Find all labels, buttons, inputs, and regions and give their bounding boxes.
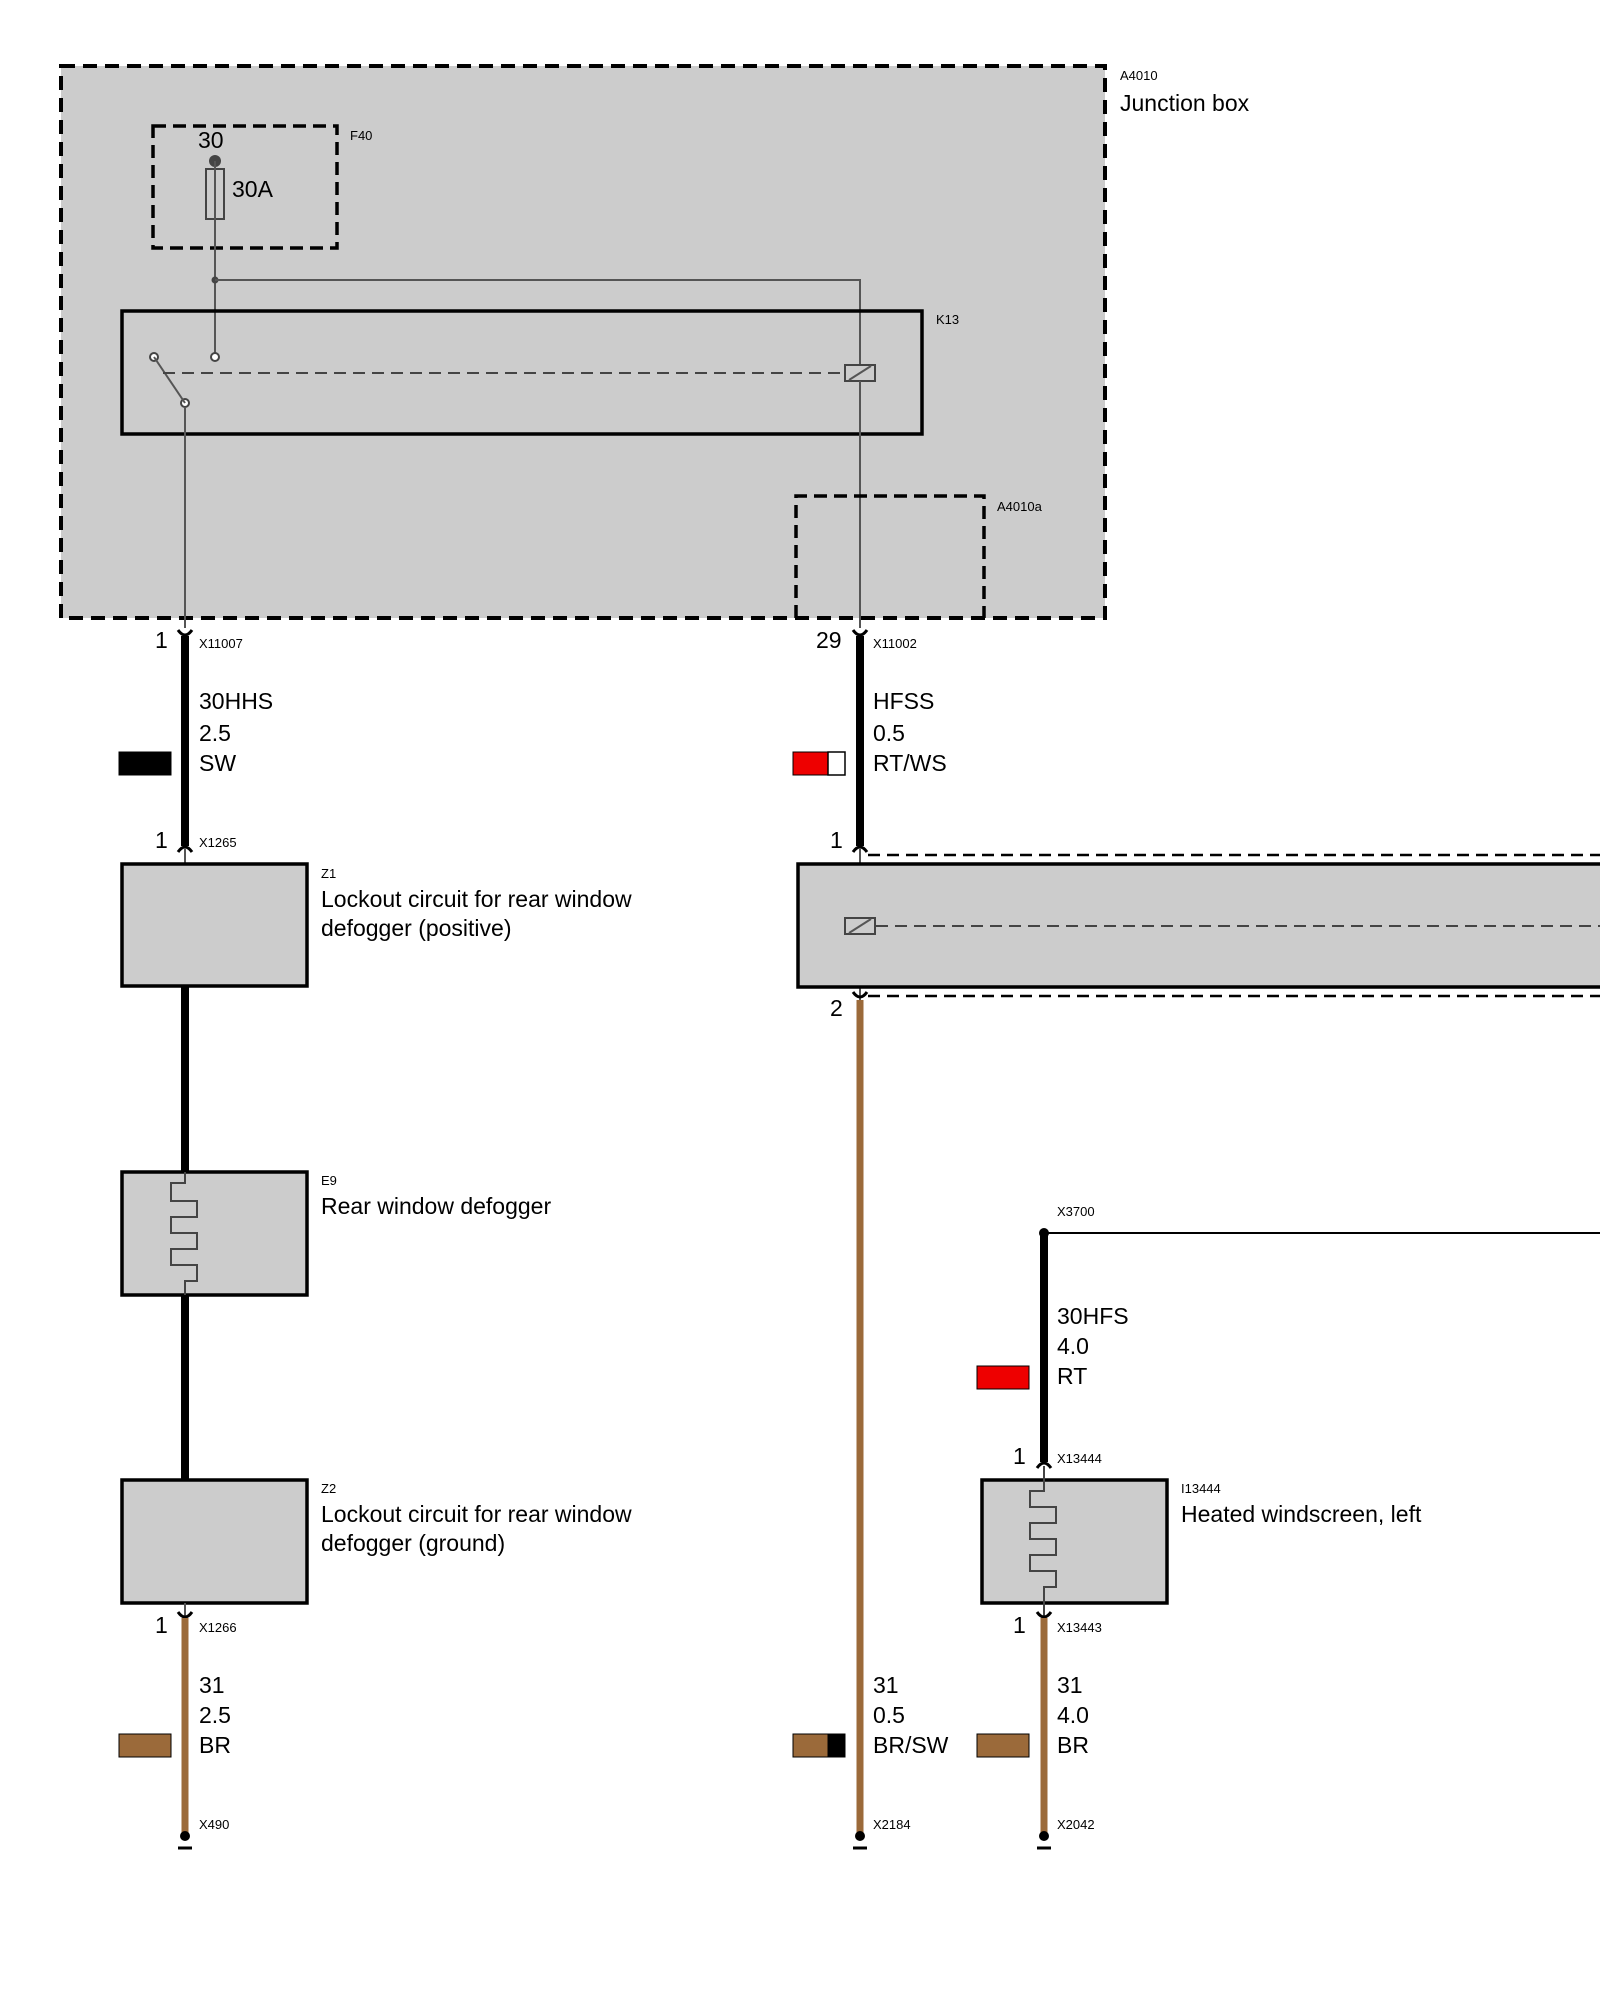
wire-signal: 31 bbox=[199, 1672, 225, 1698]
connector-x11002: 29 X11002 bbox=[816, 627, 917, 653]
component-name-line1: Lockout circuit for rear window bbox=[321, 1501, 632, 1527]
wire-label-30hhs: 30HHS 2.5 SW bbox=[118, 688, 273, 776]
connector-id: X490 bbox=[199, 1817, 229, 1832]
heating-element-icon bbox=[1029, 1466, 1057, 1618]
wire-color-swatch bbox=[976, 1733, 1030, 1758]
connector-id: X11002 bbox=[873, 636, 917, 651]
connector-id: X1266 bbox=[199, 1620, 237, 1635]
junction-box-id: A4010 bbox=[1120, 68, 1158, 83]
connector-id: X3700 bbox=[1057, 1204, 1095, 1219]
ground-x2184: X2184 bbox=[853, 1817, 911, 1850]
wire-size: 0.5 bbox=[873, 720, 905, 746]
component-name-line2: defogger (positive) bbox=[321, 915, 512, 941]
wire-color-code: BR bbox=[1057, 1732, 1089, 1758]
wire-signal: 31 bbox=[873, 1672, 899, 1698]
ground-x2042: X2042 bbox=[1037, 1817, 1095, 1850]
component-name-line1: Lockout circuit for rear window bbox=[321, 886, 632, 912]
connector-pin: 1 bbox=[155, 1612, 168, 1638]
ground-icon bbox=[1039, 1831, 1049, 1841]
wire-color-code: BR/SW bbox=[873, 1732, 949, 1758]
subconnector-a4010a: A4010a bbox=[794, 494, 1043, 618]
wire-color-code: BR bbox=[199, 1732, 231, 1758]
wire-size: 2.5 bbox=[199, 1702, 231, 1728]
connector-id: X2042 bbox=[1057, 1817, 1095, 1832]
component-name: Heated windscreen, left bbox=[1181, 1501, 1422, 1527]
heating-element-icon bbox=[170, 1172, 198, 1295]
component-id: E9 bbox=[321, 1173, 337, 1188]
connector-x13443: 1 X13443 bbox=[1013, 1611, 1102, 1638]
relay-pin-in: 1 bbox=[830, 827, 843, 853]
wire-size: 2.5 bbox=[199, 720, 231, 746]
wire-size: 4.0 bbox=[1057, 1333, 1089, 1359]
connector-pin: 1 bbox=[1013, 1612, 1026, 1638]
wire-size: 4.0 bbox=[1057, 1702, 1089, 1728]
connector-pin: 1 bbox=[155, 627, 168, 653]
component-id: Z1 bbox=[321, 866, 336, 881]
wire-label-gnd1: 31 2.5 BR bbox=[118, 1672, 231, 1758]
connector-x1266: 1 X1266 bbox=[155, 1603, 237, 1638]
connector-id: X13444 bbox=[1057, 1451, 1102, 1466]
wire-label-gnd2: 31 0.5 BR/SW bbox=[792, 1672, 949, 1758]
wire-signal: HFSS bbox=[873, 688, 934, 714]
relay-switch-contact bbox=[153, 356, 186, 404]
connector-x3700: X3700 bbox=[1039, 1204, 1600, 1238]
component-id: I13444 bbox=[1181, 1481, 1221, 1496]
junction-box: A4010 Junction box bbox=[59, 64, 1250, 620]
connector-id: X1265 bbox=[199, 835, 237, 850]
relay-pin-out: 2 bbox=[830, 995, 843, 1021]
connector-x1265: 1 X1265 bbox=[155, 827, 237, 864]
junction-box-name: Junction box bbox=[1120, 90, 1250, 116]
ground-x490: X490 bbox=[178, 1817, 229, 1850]
connector-id: X2184 bbox=[873, 1817, 911, 1832]
wire-color-swatch bbox=[118, 1733, 172, 1758]
wire-color-code: RT bbox=[1057, 1363, 1087, 1389]
fuse-terminal: 30 bbox=[198, 127, 224, 153]
connector-x13444: 1 X13444 bbox=[1013, 1443, 1102, 1469]
component-z2: Z2 Lockout circuit for rear window defog… bbox=[120, 1478, 632, 1605]
connector-x11007: 1 X11007 bbox=[155, 627, 243, 653]
relay-id: K13 bbox=[936, 312, 959, 327]
wire-label-hfss: HFSS 0.5 RT/WS bbox=[792, 688, 947, 776]
fuse-f40: F40 30 30A bbox=[151, 124, 372, 250]
relay-right: 1 2 bbox=[796, 827, 1600, 1021]
wire-color-swatch bbox=[976, 1365, 1030, 1390]
wire-label-30hfs: 30HFS 4.0 RT bbox=[976, 1303, 1129, 1390]
wire-label-gnd3: 31 4.0 BR bbox=[976, 1672, 1089, 1758]
connector-pin: 29 bbox=[816, 627, 842, 653]
wire-signal: 30HFS bbox=[1057, 1303, 1129, 1329]
wire-color-code: SW bbox=[199, 750, 236, 776]
component-e9: E9 Rear window defogger bbox=[120, 1170, 551, 1297]
wire-color-swatch bbox=[118, 751, 172, 776]
component-i13444: I13444 Heated windscreen, left bbox=[980, 1466, 1422, 1618]
component-name: Rear window defogger bbox=[321, 1193, 551, 1219]
connector-id: X11007 bbox=[199, 636, 243, 651]
connector-id: X13443 bbox=[1057, 1620, 1102, 1635]
relay-k13: K13 bbox=[120, 309, 959, 628]
ground-icon bbox=[180, 1831, 190, 1841]
component-id: Z2 bbox=[321, 1481, 336, 1496]
subconnector-id: A4010a bbox=[997, 499, 1043, 514]
component-z1: Z1 Lockout circuit for rear window defog… bbox=[120, 862, 632, 988]
connector-pin: 1 bbox=[1013, 1443, 1026, 1469]
fuse-rating: 30A bbox=[232, 176, 274, 202]
wire-color-code: RT/WS bbox=[873, 750, 947, 776]
component-name-line2: defogger (ground) bbox=[321, 1530, 505, 1556]
fuse-id: F40 bbox=[350, 128, 372, 143]
ground-icon bbox=[855, 1831, 865, 1841]
wire-signal: 31 bbox=[1057, 1672, 1083, 1698]
wire-signal: 30HHS bbox=[199, 688, 273, 714]
wire-size: 0.5 bbox=[873, 1702, 905, 1728]
connector-pin: 1 bbox=[155, 827, 168, 853]
